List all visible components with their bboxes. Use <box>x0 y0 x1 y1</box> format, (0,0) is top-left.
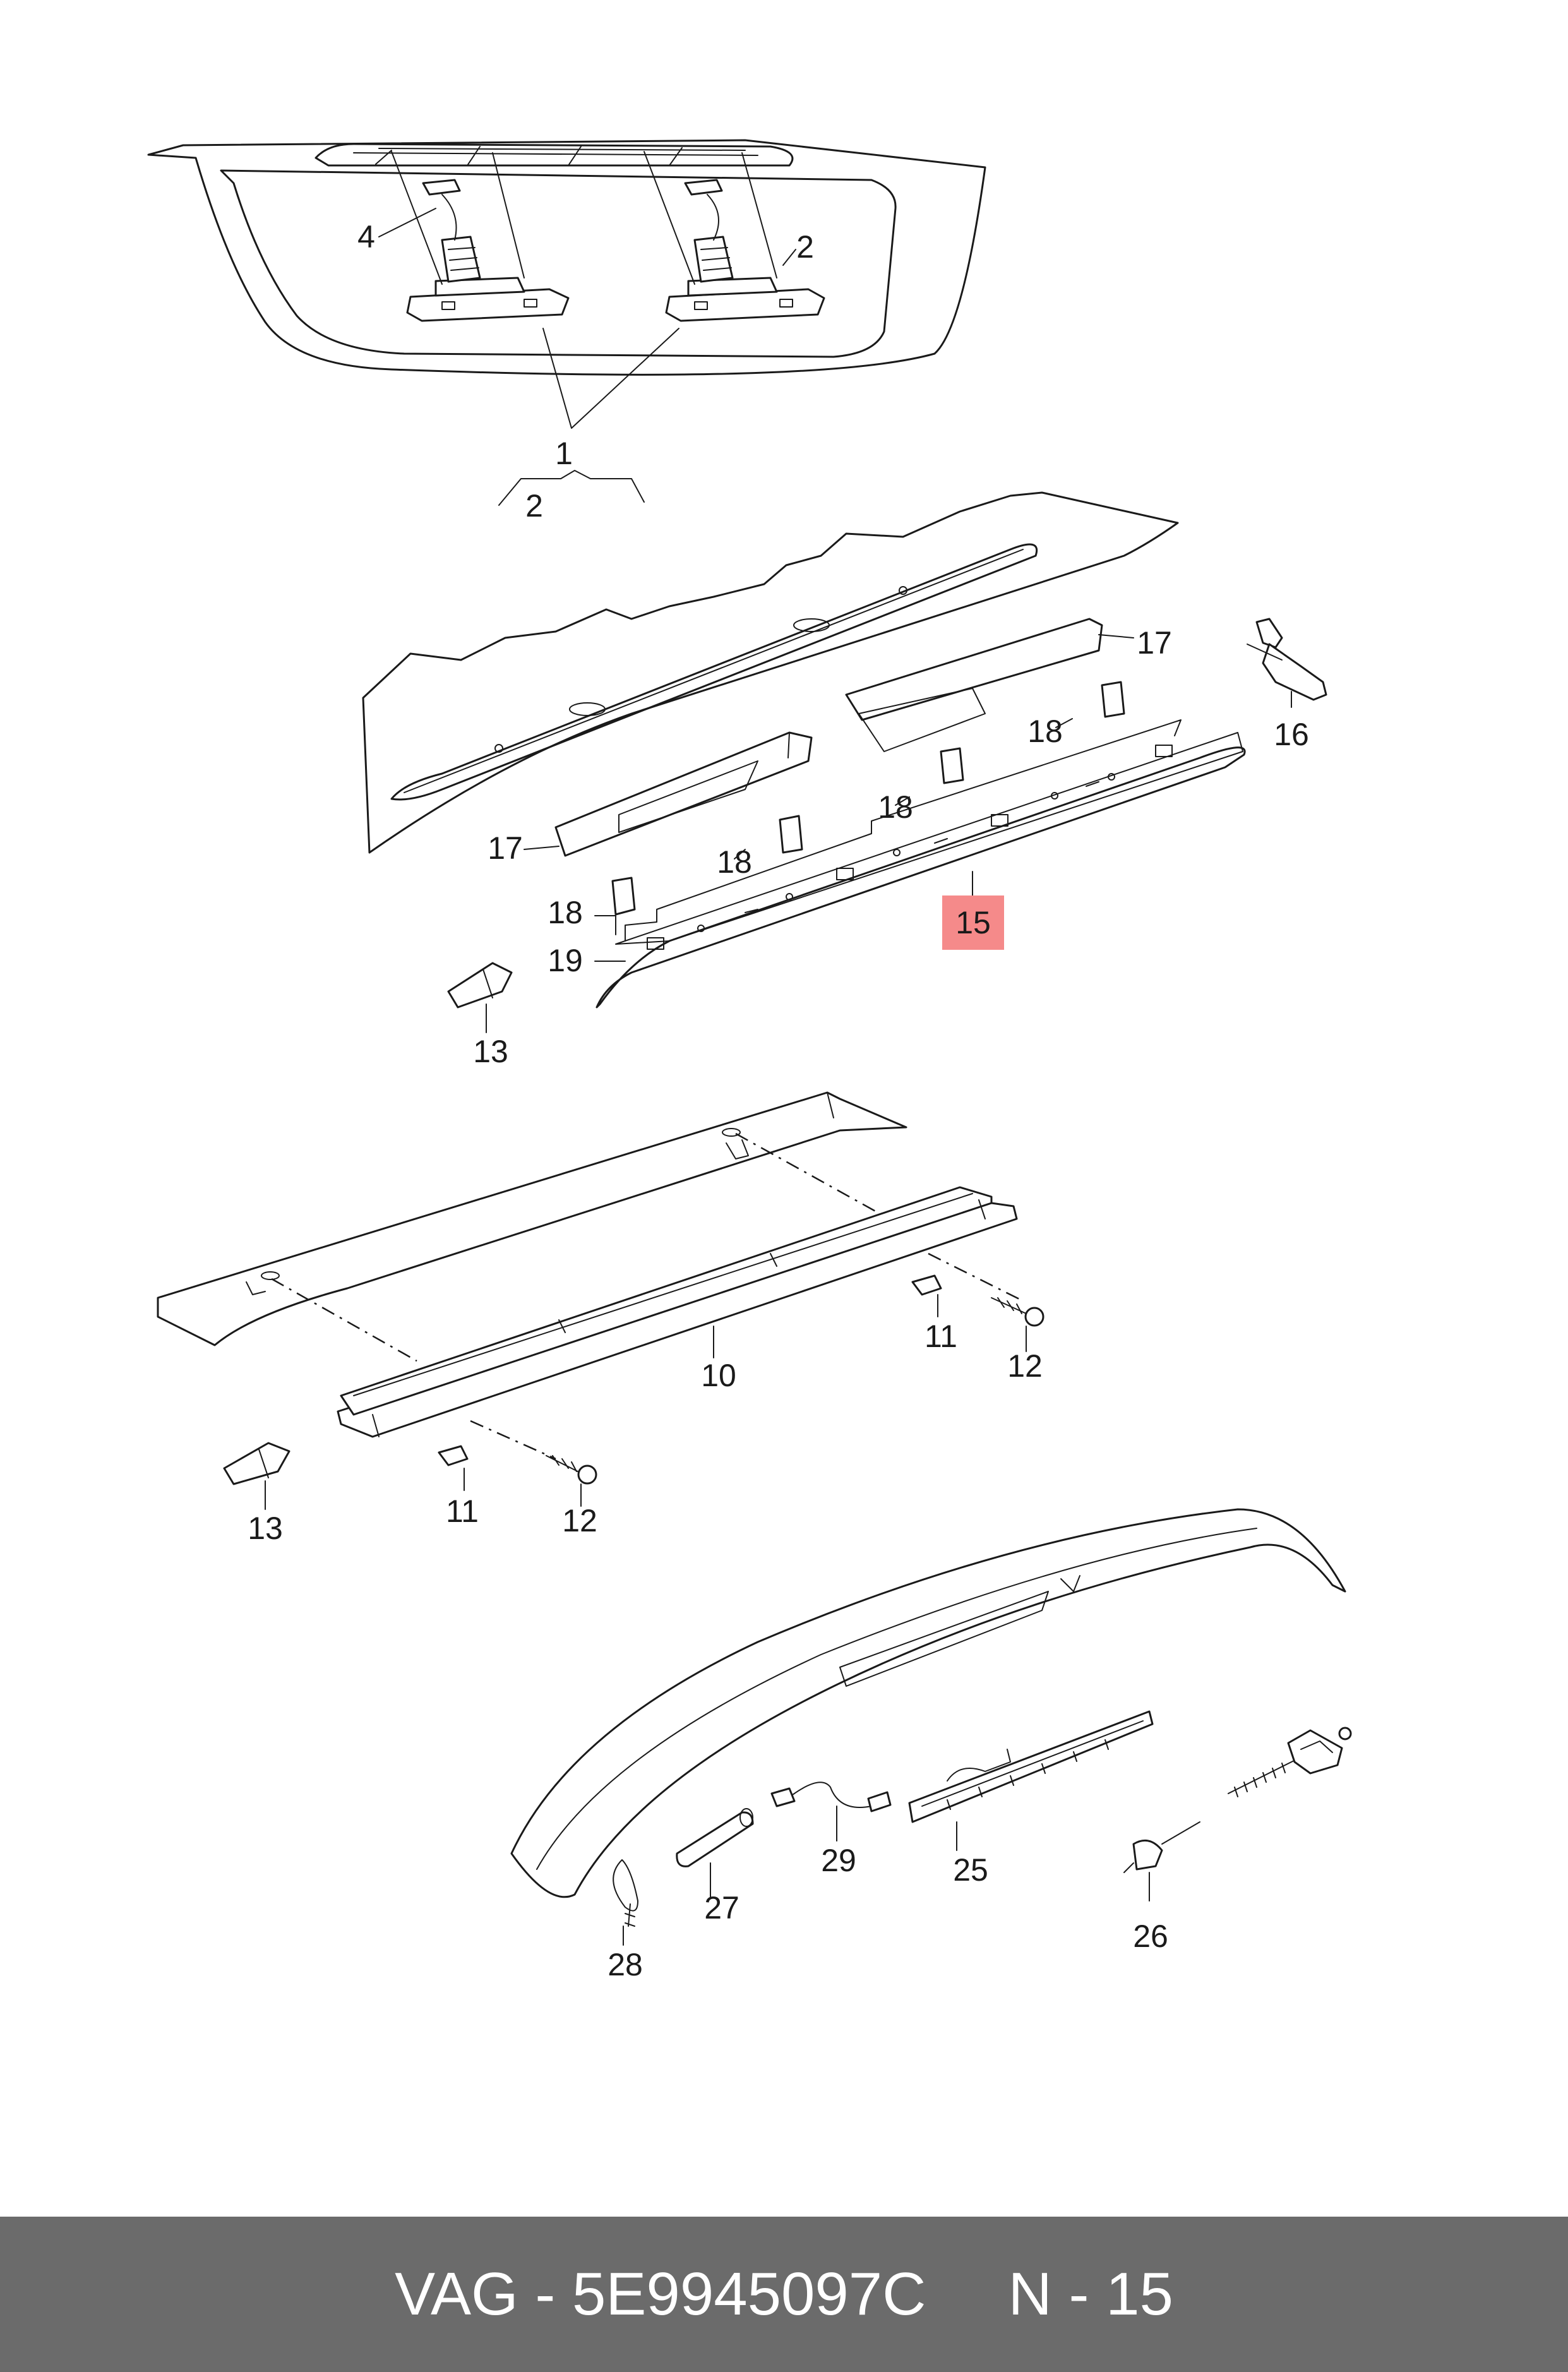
callout-labels: 1 2 2 4 17 17 16 18 18 18 18 15 19 13 11… <box>248 219 1309 1982</box>
callout-27: 27 <box>704 1890 739 1926</box>
callout-26: 26 <box>1133 1919 1168 1954</box>
led-strip-15 <box>595 719 1246 1009</box>
support-rail-group <box>157 1091 1044 1510</box>
callout-4: 4 <box>357 219 375 255</box>
screw-bracket <box>1228 1727 1352 1797</box>
spoiler-mount-group <box>362 491 1327 1033</box>
rail-10 <box>337 1186 1018 1438</box>
callout-25: 25 <box>953 1852 988 1888</box>
callout-16: 16 <box>1274 717 1309 752</box>
footer-brand: VAG <box>395 2260 518 2328</box>
callout-15: 15 <box>955 905 991 940</box>
callout-17: 17 <box>488 830 523 866</box>
brake-light-25 <box>908 1710 1154 1823</box>
callout-13: 13 <box>248 1511 283 1546</box>
callout-2: 2 <box>525 488 543 524</box>
highlight-box-15 <box>942 895 1004 950</box>
screw-12-lower <box>546 1455 597 1485</box>
callout-17: 17 <box>1137 625 1172 661</box>
bolt-26 <box>1123 1821 1200 1873</box>
callout-2: 2 <box>796 229 814 265</box>
callout-11: 11 <box>446 1494 479 1529</box>
footer-bar: VAG - 5E9945097C N - 15 <box>0 2217 1568 2372</box>
callout-13: 13 <box>473 1034 508 1069</box>
clamp-28 <box>613 1859 638 1927</box>
footer-part-number: 5E9945097C <box>572 2260 926 2328</box>
footer-separator: - <box>535 2260 556 2328</box>
callout-19: 19 <box>548 943 583 978</box>
callout-11: 11 <box>925 1319 957 1354</box>
license-lamp-right <box>665 179 825 322</box>
callout-29: 29 <box>821 1843 856 1878</box>
sleeve-27 <box>676 1808 754 1867</box>
callout-1: 1 <box>555 436 573 471</box>
callout-12: 12 <box>562 1503 597 1538</box>
callout-18: 18 <box>1027 714 1063 749</box>
license-lamp-left <box>406 179 570 322</box>
callout-12: 12 <box>1007 1348 1043 1384</box>
trunk-lid-group <box>147 139 986 506</box>
rear-spoiler-group <box>510 1508 1352 1946</box>
callout-18: 18 <box>548 895 583 930</box>
parts-diagram: 1 2 2 4 17 17 16 18 18 18 18 15 19 13 11… <box>147 139 1352 1982</box>
screw-12-upper <box>991 1297 1044 1327</box>
footer-page-label: N - 15 <box>1008 2260 1173 2328</box>
callout-18: 18 <box>717 844 752 880</box>
callout-18: 18 <box>878 789 913 825</box>
cable-29 <box>770 1782 892 1812</box>
bulb-socket-16 <box>1247 618 1327 701</box>
callout-28: 28 <box>607 1947 643 1982</box>
callout-10: 10 <box>701 1358 736 1393</box>
